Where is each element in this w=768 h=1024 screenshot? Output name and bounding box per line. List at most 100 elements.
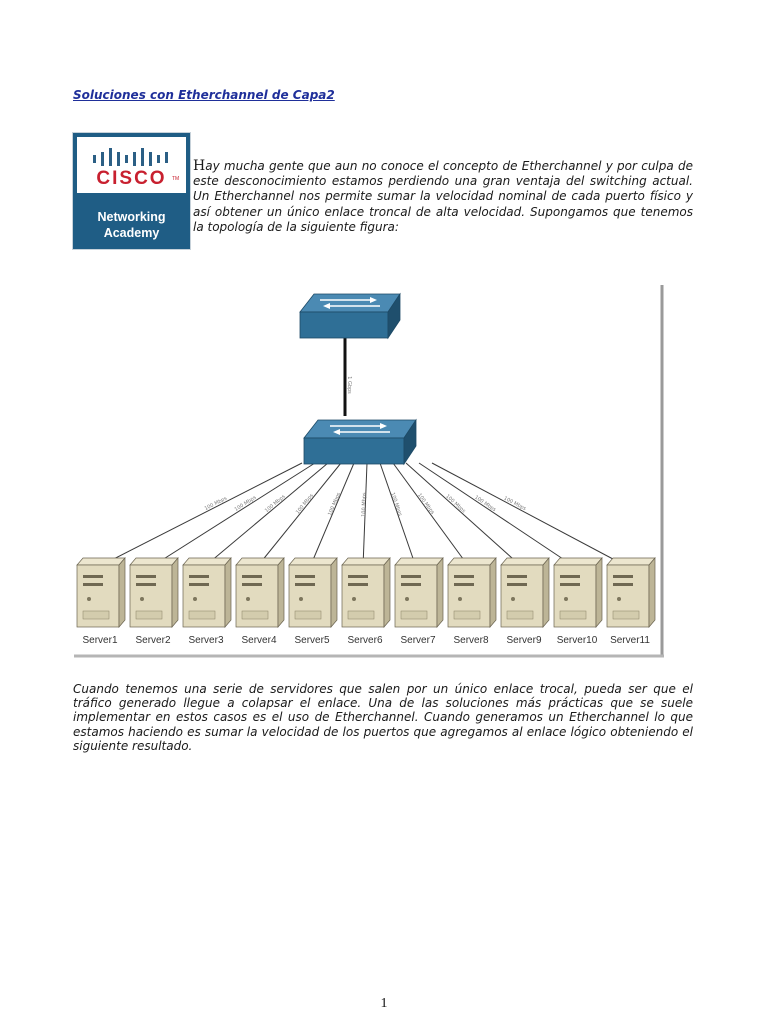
cisco-networking-academy-logo: CISCO TM Networking Academy <box>72 132 191 250</box>
server-power-icon <box>405 597 409 601</box>
access-link-9 <box>405 462 523 568</box>
access-link-1 <box>97 462 303 568</box>
server-drive-bay <box>295 575 315 578</box>
logo-subtitle: Networking Academy <box>73 209 190 241</box>
access-link-3 <box>203 462 329 568</box>
access-link-7 <box>379 462 417 568</box>
access-link-5 <box>309 462 355 568</box>
access-switch-side <box>403 418 417 466</box>
server-drive-bay <box>189 575 209 578</box>
server-drive-bay <box>83 583 103 586</box>
server-vent <box>453 610 481 620</box>
access-switch-front <box>303 437 405 465</box>
core-switch-front <box>299 311 389 339</box>
server-power-icon <box>564 597 568 601</box>
cisco-bars-icon <box>93 148 168 166</box>
server-drive-bay <box>83 575 103 578</box>
server-drive-bay <box>560 575 580 578</box>
document-title[interactable]: Soluciones con Etherchannel de Capa2 <box>73 88 335 102</box>
access-link-2 <box>150 462 316 568</box>
server-top <box>606 557 656 566</box>
server-top <box>288 557 338 566</box>
link-speed-label: 100 Mbps <box>361 492 368 517</box>
server-vent <box>188 610 216 620</box>
server-vent <box>559 610 587 620</box>
server-drive-bay <box>613 583 633 586</box>
server-label-1: Server1 <box>82 635 117 646</box>
access-switch-arrowhead-2 <box>333 429 340 435</box>
server-drive-bay <box>613 575 633 578</box>
server-vent <box>241 610 269 620</box>
core-switch-side <box>387 292 401 340</box>
access-link-11 <box>431 462 629 568</box>
server-drive-bay <box>348 575 368 578</box>
logo-subtitle-line2: Academy <box>103 226 160 240</box>
access-link-6 <box>362 462 368 568</box>
server-drive-bay <box>401 583 421 586</box>
server-vent <box>82 610 110 620</box>
page-number: 1 <box>380 996 388 1011</box>
server-drive-bay <box>454 583 474 586</box>
server-drive-bay <box>295 583 315 586</box>
server-vent <box>294 610 322 620</box>
server-side <box>436 557 444 628</box>
server-top <box>76 557 126 566</box>
intro-paragraph-initial: H <box>193 158 206 174</box>
server-drive-bay <box>560 583 580 586</box>
server-drive-bay <box>454 575 474 578</box>
server-power-icon <box>87 597 91 601</box>
server-label-10: Server10 <box>557 635 598 646</box>
server-side <box>489 557 497 628</box>
server-side <box>648 557 656 628</box>
server-label-2: Server2 <box>135 635 170 646</box>
logo-trademark: TM <box>172 176 180 182</box>
server-top <box>182 557 232 566</box>
server-drive-bay <box>242 583 262 586</box>
body-paragraph: Cuando tenemos una serie de servidores q… <box>73 682 693 753</box>
server-label-6: Server6 <box>347 635 382 646</box>
access-link-10 <box>418 462 576 568</box>
server-power-icon <box>193 597 197 601</box>
server-drive-bay <box>189 583 209 586</box>
server-drive-bay <box>242 575 262 578</box>
core-switch-arrowhead-1 <box>370 297 377 303</box>
server-top <box>394 557 444 566</box>
server-power-icon <box>458 597 462 601</box>
server-side <box>542 557 550 628</box>
server-top <box>129 557 179 566</box>
server-side <box>595 557 603 628</box>
server-vent <box>612 610 640 620</box>
server-side <box>330 557 338 628</box>
server-power-icon <box>617 597 621 601</box>
server-drive-bay <box>507 583 527 586</box>
core-switch-arrowhead-2 <box>323 303 330 309</box>
server-vent <box>400 610 428 620</box>
server-vent <box>135 610 163 620</box>
server-label-11: Server11 <box>610 635 650 646</box>
intro-paragraph-text: ay mucha gente que aun no conoce el conc… <box>193 159 693 234</box>
server-side <box>383 557 391 628</box>
server-label-4: Server4 <box>241 635 276 646</box>
uplink-speed-label: 1 Gbps <box>346 376 352 394</box>
server-top <box>447 557 497 566</box>
server-label-3: Server3 <box>188 635 223 646</box>
logo-white-panel: CISCO TM <box>77 137 186 193</box>
server-side <box>118 557 126 628</box>
server-drive-bay <box>507 575 527 578</box>
intro-paragraph: Hay mucha gente que aun no conoce el con… <box>193 158 693 235</box>
server-power-icon <box>246 597 250 601</box>
server-drive-bay <box>401 575 421 578</box>
server-top <box>341 557 391 566</box>
logo-subtitle-line1: Networking <box>97 210 166 224</box>
server-vent <box>347 610 375 620</box>
server-drive-bay <box>136 575 156 578</box>
core-switch-top <box>299 293 401 313</box>
server-drive-bay <box>136 583 156 586</box>
logo-brand-text: CISCO <box>96 168 167 189</box>
server-top <box>553 557 603 566</box>
access-switch-arrowhead-1 <box>380 423 387 429</box>
access-link-4 <box>256 462 342 568</box>
server-top <box>500 557 550 566</box>
